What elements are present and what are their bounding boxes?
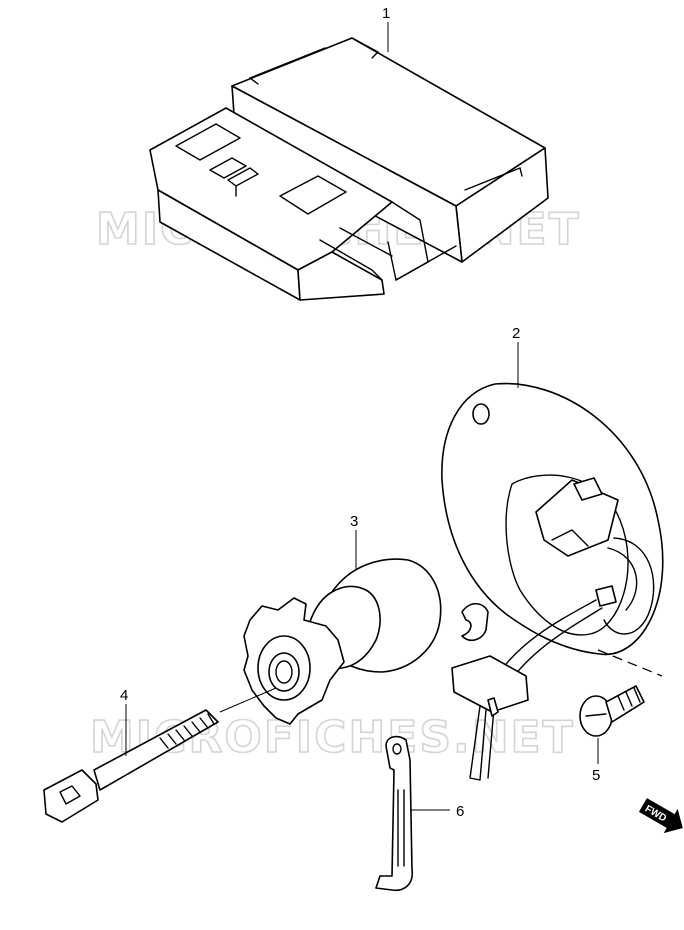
rotor — [243, 558, 442, 725]
signal-generator-plate — [441, 382, 664, 781]
screw — [579, 685, 645, 737]
bolt — [43, 687, 277, 823]
callout-1: 1 — [382, 5, 390, 22]
callout-2: 2 — [512, 325, 520, 342]
clamp — [375, 735, 414, 892]
control-unit — [149, 37, 549, 301]
callout-3: 3 — [350, 513, 358, 530]
callout-5: 5 — [592, 767, 600, 784]
callout-6: 6 — [456, 803, 464, 820]
fwd-arrow-icon: FWD — [638, 798, 683, 834]
callout-4: 4 — [120, 687, 128, 704]
